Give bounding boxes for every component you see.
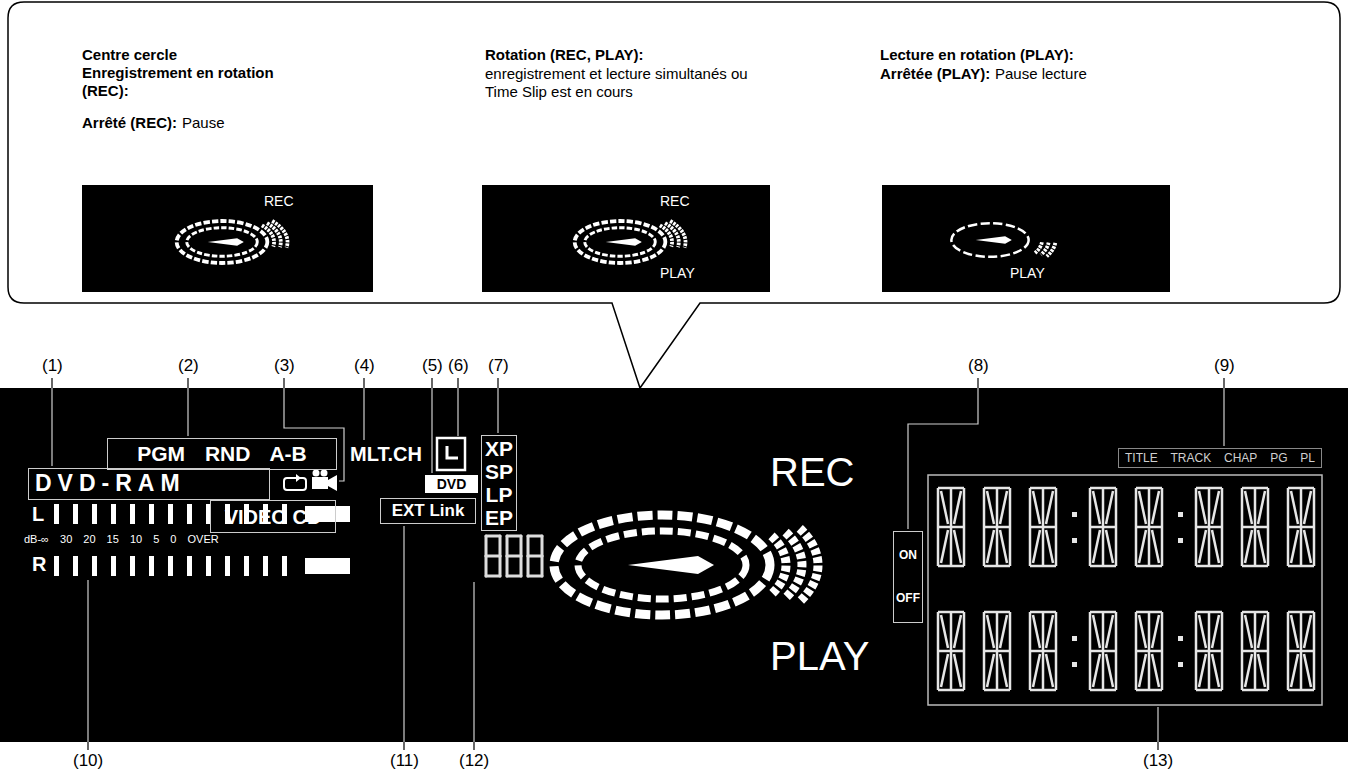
mini-display: REC [82,185,373,292]
display-text: Lecture en rotation (PLAY): [880,46,1074,64]
display-text: REC [660,193,690,210]
display-text: TRACK [1170,451,1211,465]
display-text: PLAY [770,632,869,680]
display-illustration [0,388,1348,742]
callout-number: (4) [354,356,375,376]
callout-number: (9) [1214,356,1235,376]
mini-display: PLAY [882,185,1170,292]
callout-number: (7) [488,356,509,376]
indicator-box: EXT Link [380,498,476,524]
callout-number: (1) [42,356,63,376]
indicator-box: DVD [425,475,478,493]
callout-number: (10) [73,751,103,771]
callout-number: (12) [459,751,489,771]
display-text: ON [899,548,917,562]
display-text: VIDEO CD [225,505,322,529]
display-text: EXT Link [392,501,465,521]
display-text: PLAY [1010,265,1045,282]
display-text: TITLE [1125,451,1158,465]
callout-number: (11) [390,751,419,771]
display-text: CHAP [1224,451,1257,465]
display-text: OFF [896,591,920,605]
display-text: SP [485,460,513,483]
callout-number: (8) [968,356,989,376]
display-text: XP [485,437,513,460]
indicator-box: PGM RND A-B [107,438,337,470]
field-box: TITLE TRACK CHAP PG PL [1118,448,1322,468]
display-text: Arrêté (REC): [82,114,177,132]
indicator-box: DVD-RAM [28,468,270,500]
mini-display: REC PLAY [482,185,770,292]
display-text: DVD-RAM [35,470,186,498]
callout-number: (13) [1143,751,1173,771]
mode-box: XPSPLPEP [481,435,517,531]
display-text: REC [264,193,294,210]
display-text: PLAY [660,265,695,282]
display-text: Rotation (REC, PLAY): [485,46,644,64]
indicator-box: VIDEO CD [210,500,336,533]
callout-number: (2) [178,356,199,376]
display-text: DVD [437,476,467,493]
display-text: PGM RND A-B [137,441,307,466]
display-text: MLT.CH [350,442,422,466]
display-text: Pause [182,114,225,132]
display-text: Arrêtée (PLAY): [880,65,990,83]
display-illustration [482,185,770,292]
display-text: PG [1270,451,1287,465]
display-text: LP [486,483,513,506]
display-text: Pause lecture [995,65,1087,83]
display-text: REC [770,448,854,496]
display-text: R [32,552,46,576]
display-panel: MLT.CH REC LdB-∞ 30 20 15 10 5 0 OVER R PLAY… [0,388,1348,742]
timer-box: ON OFF [893,531,923,623]
display-illustration [82,185,373,292]
display-text: EP [485,506,513,529]
callout-number: (3) [274,356,295,376]
callout-number: (5) [422,356,443,376]
display-text: dB-∞ 30 20 15 10 5 0 OVER [24,533,219,546]
display-text: L [32,502,44,526]
display-text: enregistrement et lecture simultanés ou … [485,65,780,101]
display-text: Centre cercle Enregistrement en rotation… [82,46,282,100]
display-text: PL [1300,451,1315,465]
callout-box: Centre cercle Enregistrement en rotation… [8,2,1340,303]
callout-number: (6) [448,356,469,376]
